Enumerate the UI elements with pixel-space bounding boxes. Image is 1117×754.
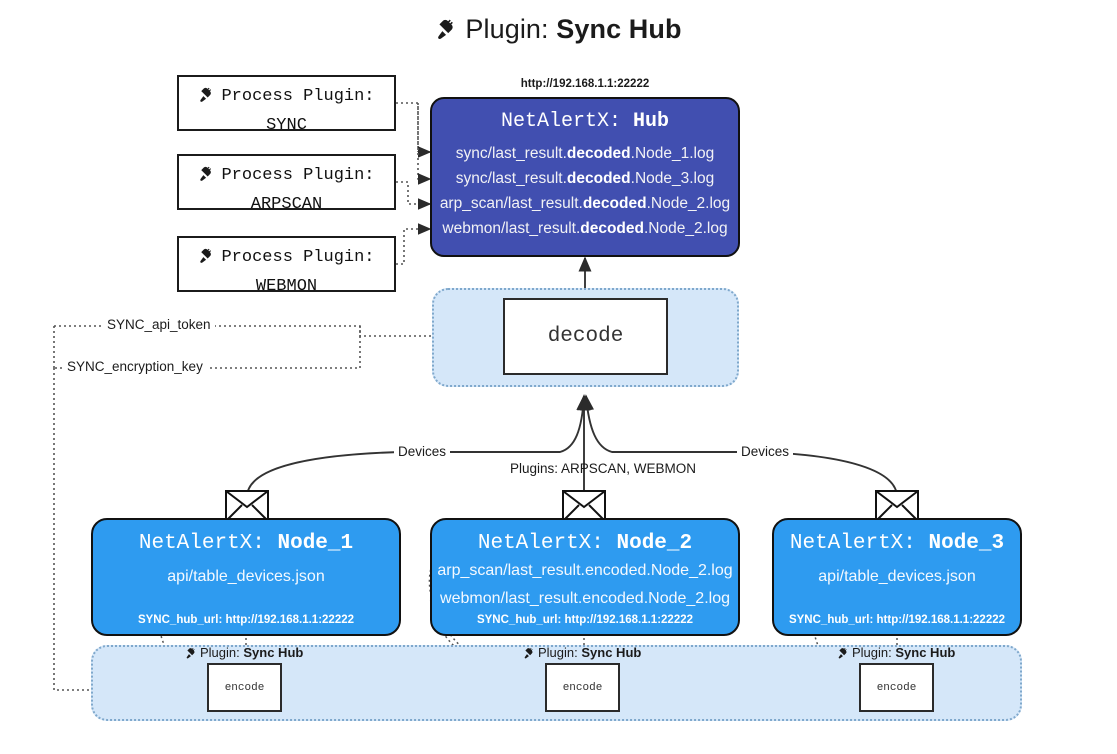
node-2-title-name: Node_2 — [616, 532, 693, 555]
hub-title-prefix: NetAlertX: — [500, 110, 621, 133]
plug-icon — [198, 164, 217, 193]
process-plugin-webmon-label: Process Plugin: — [179, 246, 394, 275]
process-plugin-sync-text: Process Plugin: — [221, 87, 375, 106]
node-1-title-name: Node_1 — [277, 532, 354, 555]
node-box-2[interactable]: NetAlertX: Node_2 arp_scan/last_result.e… — [430, 518, 740, 636]
process-plugin-arpscan-label: Process Plugin: — [179, 164, 394, 193]
encoder-2-caption: Plugin: Sync Hub — [523, 645, 641, 663]
process-plugin-box-sync[interactable]: Process Plugin: SYNC — [177, 75, 396, 135]
page-title-name: Sync Hub — [556, 14, 682, 44]
node-3-hub-url: SYNC_hub_url: http://192.168.1.1:22222 — [788, 614, 1006, 626]
node-1-title-prefix: NetAlertX: — [138, 532, 265, 555]
hub-log-line-2: sync/last_result.decoded.Node_3.log — [455, 170, 715, 187]
plug-icon — [185, 646, 199, 663]
node-box-1[interactable]: NetAlertX: Node_1 api/table_devices.json… — [91, 518, 401, 636]
hub-title: NetAlertX: Hub — [432, 110, 738, 133]
process-plugin-webmon-name: WEBMON — [255, 276, 318, 296]
encode-box-1[interactable]: encode — [207, 663, 282, 712]
plug-icon — [435, 16, 461, 49]
node-2-line-1: arp_scan/last_result.encoded.Node_2.log — [437, 562, 733, 579]
node-2-title: NetAlertX: Node_2 — [432, 532, 738, 555]
node-box-3[interactable]: NetAlertX: Node_3 api/table_devices.json… — [772, 518, 1022, 636]
encode-box-2[interactable]: encode — [545, 663, 620, 712]
encode-2-label: encode — [562, 681, 603, 694]
process-plugin-arpscan-name: ARPSCAN — [250, 194, 323, 214]
envelope-icon — [562, 490, 606, 527]
node-3-title-prefix: NetAlertX: — [789, 532, 916, 555]
node-2-title-prefix: NetAlertX: — [477, 532, 604, 555]
process-plugin-arpscan-text: Process Plugin: — [221, 166, 375, 185]
encode-1-label: encode — [224, 681, 265, 694]
plug-icon — [198, 85, 217, 114]
encode-box-3[interactable]: encode — [859, 663, 934, 712]
process-plugin-sync-label: Process Plugin: — [179, 85, 394, 114]
decode-box[interactable]: decode — [503, 298, 668, 375]
process-plugin-sync-name: SYNC — [266, 115, 307, 135]
secret-label-api-token: SYNC_api_token — [103, 317, 215, 332]
node-1-line-1: api/table_devices.json — [167, 568, 325, 585]
edge-label-plugins-center: Plugins: ARPSCAN, WEBMON — [510, 461, 697, 476]
process-plugin-box-arpscan[interactable]: Process Plugin: ARPSCAN — [177, 154, 396, 214]
node-3-line-1: api/table_devices.json — [818, 568, 976, 585]
node-1-title: NetAlertX: Node_1 — [93, 532, 399, 555]
hub-box[interactable]: NetAlertX: Hub sync/last_result.decoded.… — [430, 97, 740, 257]
plug-icon — [837, 646, 851, 663]
encode-3-label: encode — [876, 681, 917, 694]
edge-label-devices-left: Devices — [394, 444, 451, 459]
node-3-title: NetAlertX: Node_3 — [774, 532, 1020, 555]
node-1-hub-url: SYNC_hub_url: http://192.168.1.1:22222 — [137, 614, 355, 626]
plug-icon — [523, 646, 537, 663]
decode-label: decode — [547, 325, 624, 348]
plug-icon — [198, 246, 217, 275]
process-plugin-box-webmon[interactable]: Process Plugin: WEBMON — [177, 236, 396, 296]
hub-log-line-3: arp_scan/last_result.decoded.Node_2.log — [439, 195, 731, 212]
encoder-1-caption: Plugin: Sync Hub — [185, 645, 303, 663]
hub-log-line-4: webmon/last_result.decoded.Node_2.log — [442, 220, 728, 237]
page-title: Plugin: Sync Hub — [0, 14, 1117, 49]
hub-log-line-1: sync/last_result.decoded.Node_1.log — [455, 145, 715, 162]
node-3-title-name: Node_3 — [928, 532, 1005, 555]
encoder-3-caption: Plugin: Sync Hub — [837, 645, 955, 663]
edge-label-devices-right: Devices — [737, 444, 794, 459]
node-2-hub-url: SYNC_hub_url: http://192.168.1.1:22222 — [476, 614, 694, 626]
page-title-prefix: Plugin: — [465, 14, 549, 44]
hub-title-name: Hub — [633, 110, 670, 133]
secret-label-encryption-key: SYNC_encryption_key — [63, 359, 207, 374]
node-2-line-2: webmon/last_result.encoded.Node_2.log — [440, 590, 730, 607]
hub-url-label: http://192.168.1.1:22222 — [520, 78, 650, 90]
process-plugin-webmon-text: Process Plugin: — [221, 248, 375, 267]
